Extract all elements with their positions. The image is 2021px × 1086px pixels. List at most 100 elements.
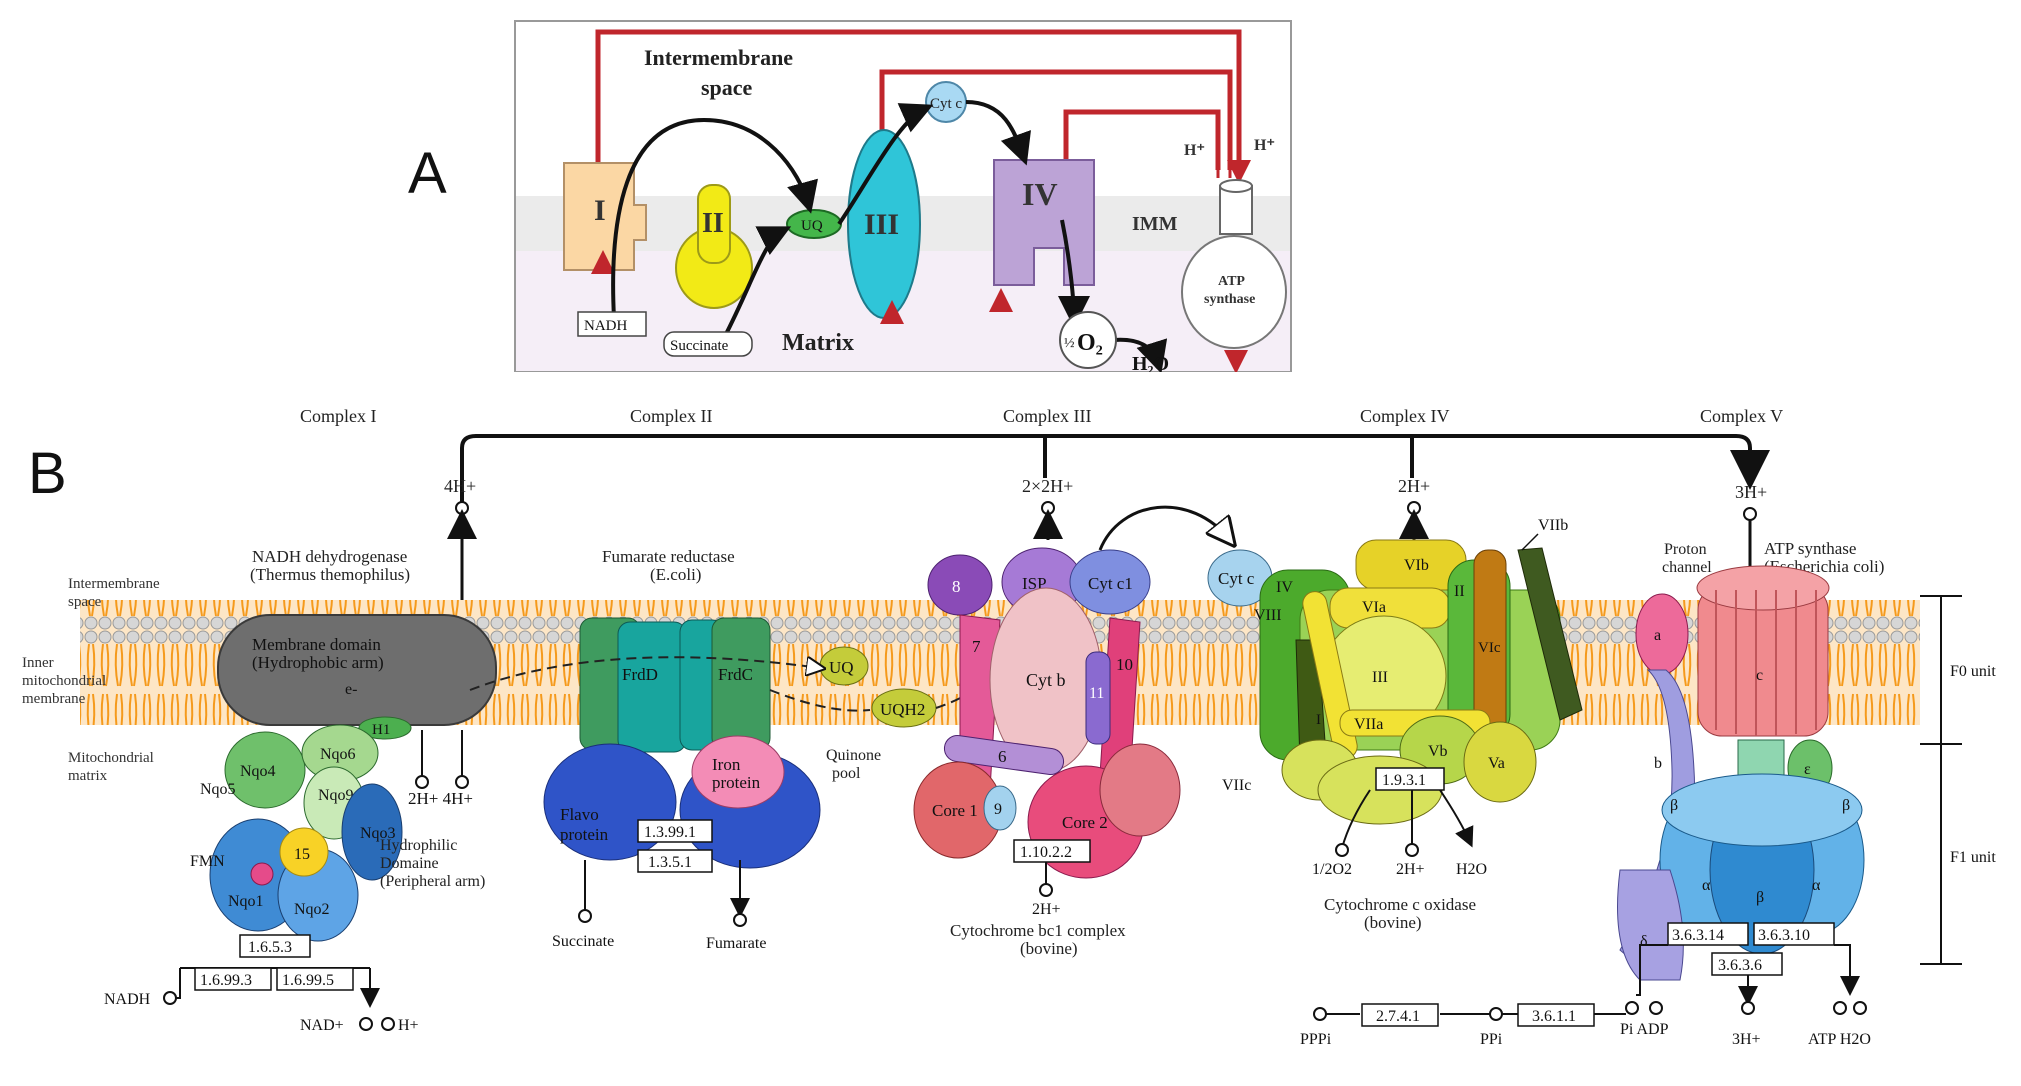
nadh-label: NADH [584, 318, 627, 334]
c5-subunit-alpha-1: α [1702, 877, 1711, 894]
c5-f1: F1 unit [1950, 849, 1996, 866]
proton-arrowheads [1216, 170, 1239, 178]
c5-subunit-b: b [1654, 755, 1662, 772]
intermembrane-label-2: space [701, 75, 753, 100]
c1-protons-in: 2H+ 4H+ [408, 789, 473, 808]
hplus-label-right: H⁺ [1254, 137, 1275, 154]
c3-subunit-core1: Core 1 [932, 801, 978, 820]
atp-synthase-label-2: synthase [1204, 292, 1255, 307]
h2o-label: H₂O [1132, 353, 1169, 372]
c5-subunit-epsilon: ε [1804, 761, 1811, 778]
cytc-label: Cyt c [930, 96, 962, 112]
c3-subunit-8: 8 [952, 577, 961, 596]
c3-subunit-11: 11 [1089, 685, 1104, 702]
c4-h2o: H2O [1456, 861, 1487, 878]
c2-uq: UQ [829, 658, 854, 677]
c2-iron-1: Iron [712, 755, 741, 774]
complex-title-5: Complex V [1700, 406, 1783, 426]
c4-name-1: Cytochrome c oxidase [1324, 895, 1476, 914]
c1-nad: NAD+ [300, 1017, 344, 1034]
c1-ec: 1.6.5.3 [248, 939, 292, 956]
c5-subunit-a: a [1654, 627, 1661, 644]
c4-subunit-viii: VIII [1254, 607, 1282, 624]
complex-title-3: Complex III [1003, 406, 1091, 426]
c5-ec-3: 3.6.3.6 [1718, 957, 1762, 974]
succinate-box [663, 331, 753, 357]
panel-b-diagram: Complex I Complex II Complex III Complex… [22, 406, 1996, 1048]
c4-subunit-viia: VIIa [1354, 716, 1383, 733]
c3-subunit-10: 10 [1116, 655, 1133, 674]
c5-proton-channel-1: Proton [1664, 541, 1707, 558]
complex-ii-label: II [702, 208, 724, 239]
c5-ec-pp-2: 3.6.1.1 [1532, 1008, 1576, 1025]
panel-label-a: A [408, 141, 447, 206]
panel-label-b: B [28, 441, 67, 506]
region-imm-2: mitochondrial [22, 673, 106, 689]
proton-path-complex4 [1063, 109, 1221, 170]
c2-ec-2: 1.3.5.1 [648, 854, 692, 871]
atp-synthase-head [1181, 235, 1287, 349]
c3-subunit-7: 7 [972, 637, 981, 656]
c1-ec-sub-1: 1.6.99.3 [200, 972, 252, 989]
c3-subunit-9: 9 [994, 801, 1002, 818]
c2-quinone-1: Quinone [826, 747, 881, 764]
c2-uqh2: UQH2 [880, 700, 925, 719]
c4-name-2: (bovine) [1364, 913, 1422, 932]
c4-subunit-iii: III [1372, 669, 1388, 686]
c3-subunit-6: 6 [998, 747, 1007, 766]
c4-subunit-vb: Vb [1428, 743, 1448, 760]
c3-proton-in: 2H+ [1032, 901, 1061, 918]
atp-synthase-stalk [1219, 185, 1253, 235]
c5-ec-1: 3.6.3.14 [1672, 927, 1724, 944]
c4-subunit-ii: II [1454, 583, 1465, 600]
c5-subunit-delta: δ [1640, 933, 1648, 950]
c1-name-2: (Thermus themophilus) [250, 565, 410, 584]
c1-membrane-domain-2: (Hydrophobic arm) [252, 653, 384, 672]
c2-name-2: (E.coli) [650, 565, 701, 584]
atp-synthase-label-1: ATP [1218, 274, 1245, 289]
c2-fumarate: Fumarate [706, 935, 766, 952]
c1-hplus: H+ [398, 1017, 419, 1034]
c1-subunit-nqo5: Nqo5 [200, 781, 236, 798]
hplus-label-left: H⁺ [1184, 142, 1205, 159]
c1-fmn: FMN [190, 853, 225, 870]
c5-pi-adp: Pi ADP [1620, 1021, 1669, 1038]
matrix-label: Matrix [782, 330, 854, 356]
c2-subunit-frdd: FrdD [622, 665, 658, 684]
imm-label: IMM [1132, 213, 1178, 235]
c1-membrane-domain [217, 614, 497, 726]
c5-subunit-beta-1: β [1670, 797, 1678, 814]
region-imm-1: Inner [22, 655, 54, 671]
region-matrix-2: matrix [68, 768, 108, 784]
c1-hydrophilic-3: (Peripheral arm) [380, 873, 485, 890]
c4-subunit-via: VIa [1362, 599, 1386, 616]
c4-o2: 1/2O2 [1312, 861, 1352, 878]
c2-name-1: Fumarate reductase [602, 547, 735, 566]
region-intermembrane-1: Intermembrane [68, 576, 160, 592]
c5-ppi: PPi [1480, 1031, 1503, 1048]
c1-hydrophilic-1: Hydrophilic [380, 837, 457, 854]
c1-membrane-domain-1: Membrane domain [252, 635, 381, 654]
c1-hydrophilic-2: Domaine [380, 855, 439, 872]
region-matrix-1: Mitochondrial [68, 750, 154, 766]
intermembrane-label-1: Intermembrane [644, 45, 793, 70]
c3-cytc: Cyt c [1218, 569, 1255, 588]
c1-subunit-nqo9: Nqo9 [318, 787, 354, 804]
c4-subunit-va: Va [1488, 755, 1505, 772]
c4-subunit-viic: VIIc [1222, 777, 1251, 794]
c1-electron: e- [345, 681, 357, 698]
o2-half: ½ [1064, 336, 1075, 351]
protons-out-c5: 3H+ [1735, 482, 1767, 502]
c1-subunit-nqo6: Nqo6 [320, 746, 356, 763]
region-imm-3: membrane [22, 691, 86, 707]
c1-subunit-nqo4: Nqo4 [240, 763, 276, 780]
c3-subunit-cytc1: Cyt c1 [1088, 574, 1133, 593]
c2-quinone-2: pool [832, 765, 861, 782]
c4-subunit-iv: IV [1276, 579, 1293, 596]
c1-fes-cluster [279, 827, 329, 877]
c5-ec-pp-1: 2.7.4.1 [1376, 1008, 1420, 1025]
o2-label: O₂ [1077, 330, 1103, 356]
c4-ec: 1.9.3.1 [1382, 772, 1426, 789]
protons-out-c1: 4H+ [444, 476, 476, 496]
c1-subunit-nqo3: Nqo3 [360, 825, 396, 842]
